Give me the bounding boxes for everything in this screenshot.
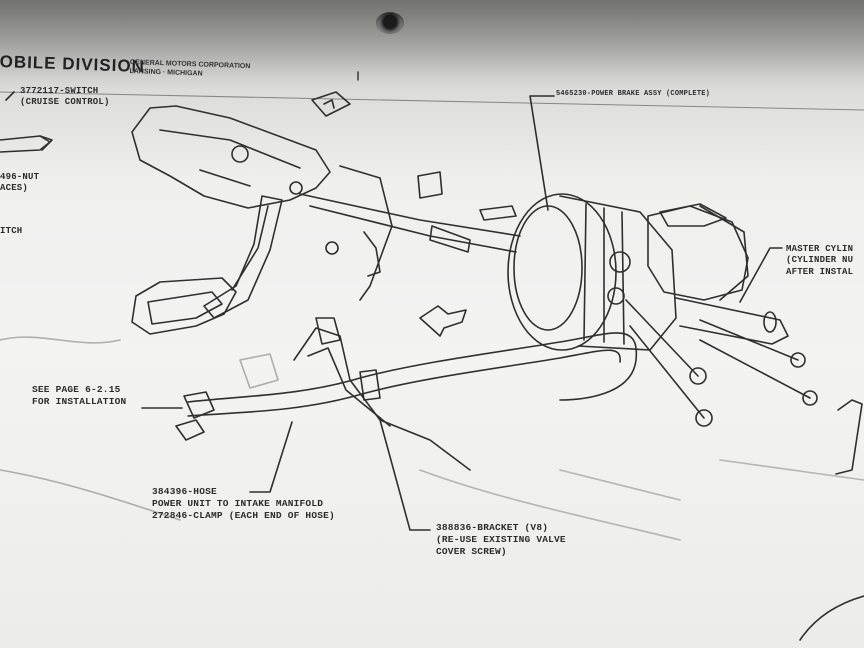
label-see-page-ref: SEE PAGE 6-2.15 [32, 384, 121, 395]
arrow-badge [311, 91, 351, 117]
brake-pedal-pad [131, 277, 237, 335]
master-cylinder-strap [699, 205, 749, 301]
fender-corner [799, 595, 864, 641]
booster-ribs [583, 203, 625, 345]
leader-master-cyl [739, 247, 783, 303]
label-bracket-desc-1: (RE-USE EXISTING VALVE [436, 533, 566, 545]
label-bracket: 388836-BRACKET (V8) (RE-USE EXISTING VAL… [436, 522, 566, 558]
mount-nut-4 [802, 390, 818, 406]
brake-pedal-arm-inner [231, 205, 269, 291]
valve-cover-bracket [293, 327, 471, 471]
booster-rim [513, 205, 583, 331]
leader-switch [5, 91, 15, 101]
binder-hole [376, 12, 404, 34]
booster-body [559, 195, 677, 351]
leader-hose [249, 421, 293, 493]
label-cruise-switch-desc: (CRUISE CONTROL) [20, 97, 110, 108]
arrow-lower [419, 305, 467, 337]
hose-fitting [183, 391, 215, 419]
master-cylinder-cap [659, 203, 727, 227]
pedal-support-inner [159, 129, 301, 187]
engine-block-outline [0, 336, 279, 521]
label-cruise-switch-part: 3772117-SWITCH [20, 86, 99, 96]
label-see-page-desc: FOR INSTALLATION [32, 395, 127, 407]
label-master-cylinder-3: AFTER INSTAL [786, 266, 854, 277]
vacuum-hose [187, 332, 638, 403]
master-cylinder-bore [675, 297, 789, 345]
label-hose-desc: POWER UNIT TO INTAKE MANIFOLD [152, 497, 324, 509]
label-bracket-part: 388836-BRACKET (V8) [436, 522, 549, 533]
firewall-bracket [339, 165, 393, 301]
master-cylinder-reservoir [647, 205, 749, 301]
intake-fitting [175, 419, 205, 441]
firewall-plate [363, 231, 381, 277]
mount-nut-1 [689, 367, 707, 385]
leader-bracket [379, 419, 431, 531]
label-power-brake: 5465230-POWER BRAKE ASSY (COMPLETE) [556, 90, 711, 98]
label-master-cylinder-1: MASTER CYLIN [786, 244, 854, 254]
master-cylinder-end [763, 311, 777, 333]
label-cruise-switch: 3772117-SWITCH (CRUISE CONTROL) [20, 86, 110, 109]
bracket-post [315, 317, 341, 345]
booster-stud-2 [607, 287, 625, 305]
mount-nut-3 [790, 352, 806, 368]
stud-1 [479, 205, 517, 221]
cruise-switch-tip [39, 135, 53, 151]
small-clip [417, 171, 443, 199]
label-hose-part: 384396-HOSE [152, 486, 217, 497]
leader-power-brake [529, 95, 555, 211]
mount-stud-lines [625, 299, 811, 419]
label-clamp: 272846-CLAMP (EACH END OF HOSE) [152, 509, 335, 521]
linkage-pin [429, 225, 471, 253]
pedal-bolt-1 [231, 145, 249, 163]
label-hose: 384396-HOSE POWER UNIT TO INTAKE MANIFOL… [152, 486, 335, 522]
pedal-bolt-2 [289, 181, 303, 195]
booster-stud-1 [609, 251, 631, 273]
brake-pedal-arm [203, 195, 283, 319]
page-top-shadow [0, 0, 864, 90]
label-switch-left: ITCH [0, 226, 23, 236]
lower-engine-outline [419, 459, 864, 541]
label-nut-part: 496-NUT [0, 172, 40, 182]
vacuum-hose-inner [187, 349, 621, 417]
booster-shell [507, 193, 617, 351]
pedal-support-bracket [131, 105, 331, 209]
push-rod-2 [309, 205, 517, 253]
small-nut-left [325, 241, 339, 255]
hose-clamp [359, 369, 381, 401]
brake-pedal-pad-inner [147, 291, 223, 325]
label-master-cylinder-2: (CYLINDER NU [786, 255, 854, 266]
label-bracket-desc-2: COVER SCREW) [436, 545, 507, 557]
label-nut: 496-NUT ACES) [0, 172, 39, 195]
push-rod [299, 193, 521, 237]
valve-cover-bracket-2 [307, 347, 391, 427]
header-rule [0, 91, 864, 111]
label-master-cylinder: MASTER CYLIN (CYLINDER NU AFTER INSTAL [786, 244, 853, 278]
label-nut-desc: ACES) [0, 183, 29, 194]
fender-bracket [835, 399, 863, 475]
arrow-badge-mark [323, 99, 335, 109]
label-see-page: SEE PAGE 6-2.15 FOR INSTALLATION [32, 384, 126, 408]
